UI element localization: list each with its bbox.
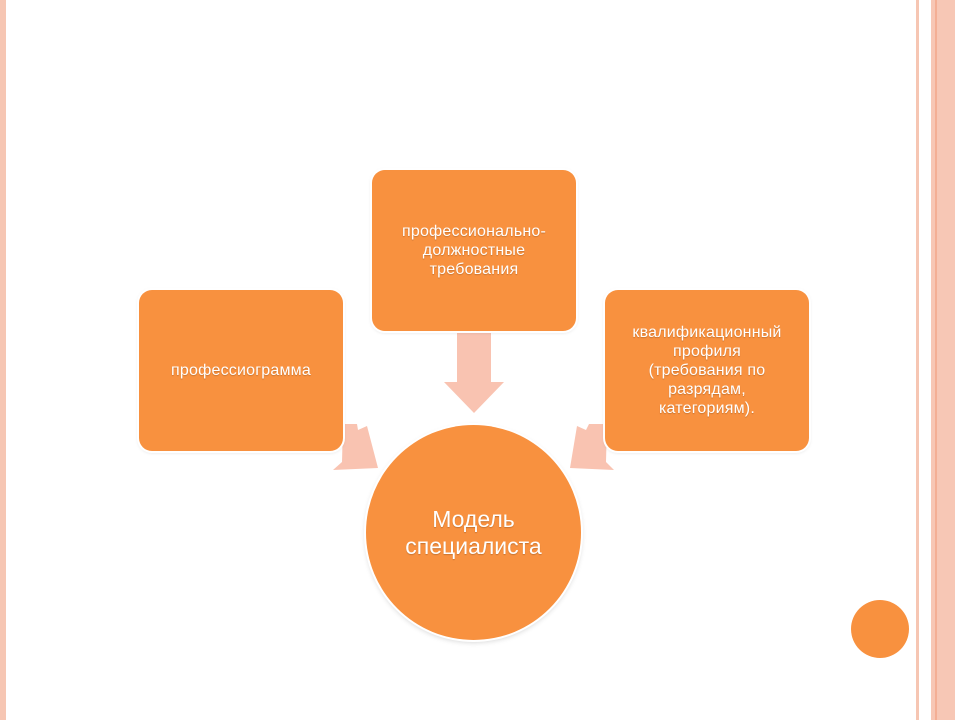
box-professiogram-label: профессиограмма <box>171 362 311 379</box>
right-border-inner-line <box>935 0 937 720</box>
box-professional-requirements: профессионально- должностные требования <box>372 170 576 331</box>
decorative-circle <box>851 600 909 658</box>
box-qualification-profile: квалификационный профиля (требования по … <box>605 290 809 451</box>
arrow-right-down-icon <box>333 424 378 470</box>
arrow-down-icon <box>444 333 504 413</box>
center-circle-specialist-model: Модель специалиста <box>366 425 581 640</box>
left-border-decoration <box>0 0 6 720</box>
box-qualification-profile-label: квалификационный профиля (требования по … <box>632 324 782 417</box>
arrow-left-down-icon <box>570 424 614 470</box>
box-professiogram: профессиограмма <box>139 290 343 451</box>
box-professional-requirements-label: профессионально- должностные требования <box>401 223 547 278</box>
center-circle-label: Модель специалиста <box>405 505 542 559</box>
right-border-line <box>916 0 919 720</box>
